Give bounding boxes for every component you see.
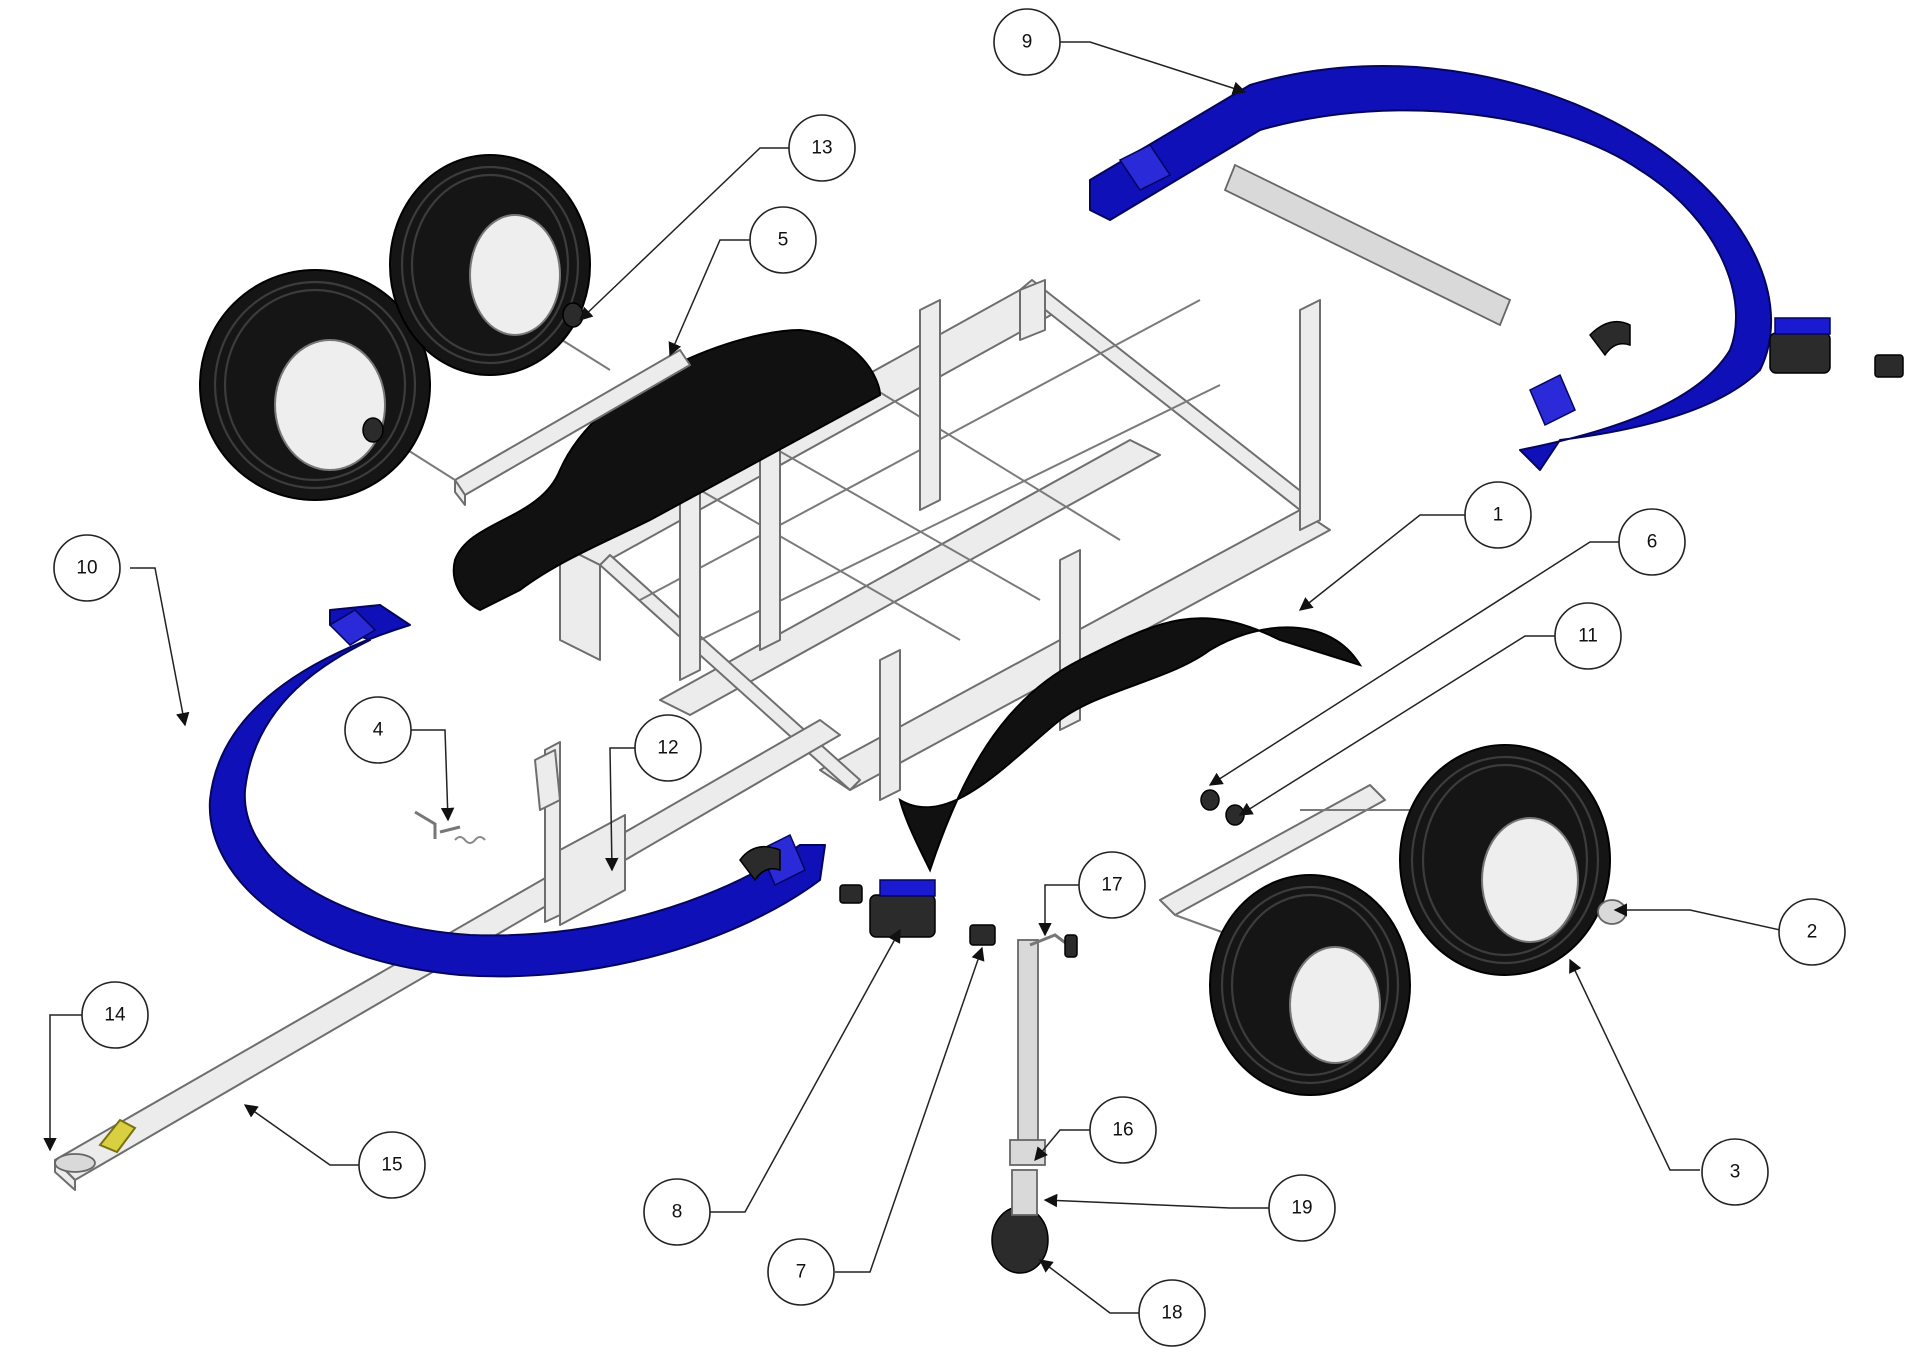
callout-label: 2	[1807, 922, 1818, 943]
front-axle	[1159, 784, 1430, 936]
callout-label: 6	[1647, 532, 1658, 553]
mounting-bracket	[534, 741, 626, 926]
callout-17: 17	[1078, 851, 1146, 919]
callout-label: 3	[1730, 1162, 1741, 1183]
callout-label: 14	[104, 1005, 126, 1026]
callout-label: 19	[1291, 1198, 1312, 1219]
leader-17	[1038, 884, 1080, 937]
wheel-rear-right	[389, 154, 591, 376]
leader-7	[835, 946, 985, 1273]
fender-front	[898, 617, 1363, 873]
callout-5: 5	[749, 206, 817, 274]
callout-label: 7	[796, 1262, 807, 1283]
callout-label: 10	[76, 558, 97, 579]
wheel-front-left	[1209, 874, 1411, 1096]
callout-3: 3	[1701, 1138, 1769, 1206]
callout-1: 1	[1464, 481, 1532, 549]
callout-label: 11	[1578, 626, 1598, 647]
spring-pin	[414, 810, 486, 844]
leader-11	[1238, 635, 1555, 816]
callout-label: 17	[1101, 875, 1122, 896]
callout-label: 18	[1161, 1303, 1182, 1324]
callout-11: 11	[1554, 602, 1622, 670]
jockey-wheel	[991, 933, 1078, 1274]
leader-lines	[43, 41, 1781, 1314]
callout-9: 9	[993, 8, 1061, 76]
callout-15: 15	[358, 1131, 426, 1199]
callout-label: 5	[778, 230, 789, 251]
callout-19: 19	[1268, 1174, 1336, 1242]
leader-16	[1034, 1129, 1095, 1162]
callout-7: 7	[767, 1238, 835, 1306]
leader-6	[1208, 541, 1625, 786]
leader-10	[130, 567, 190, 727]
ball-valve-left	[739, 845, 996, 946]
leader-4	[410, 729, 455, 822]
fender-rear	[452, 328, 882, 612]
leader-3	[1569, 958, 1700, 1171]
bumper-guide-right	[1089, 65, 1773, 471]
leader-14	[43, 1014, 88, 1152]
leader-2	[1613, 903, 1781, 931]
leader-12	[605, 747, 640, 872]
leader-5	[668, 239, 750, 357]
callout-6: 6	[1618, 508, 1686, 576]
callout-label: 8	[672, 1202, 683, 1223]
callout-4: 4	[344, 696, 412, 764]
wheel-rear-left	[199, 269, 431, 501]
leader-18	[1038, 1259, 1145, 1314]
leader-8	[710, 928, 901, 1213]
callout-10: 10	[53, 534, 121, 602]
leader-13	[579, 147, 790, 321]
leader-19	[1043, 1193, 1270, 1209]
callout-13: 13	[788, 114, 856, 182]
callout-label: 15	[381, 1155, 402, 1176]
wheel-front-right	[1399, 744, 1627, 976]
callout-2: 2	[1778, 898, 1846, 966]
callout-16: 16	[1089, 1096, 1157, 1164]
callout-14: 14	[81, 981, 149, 1049]
callout-label: 9	[1022, 32, 1033, 53]
callout-8: 8	[643, 1178, 711, 1246]
callout-label: 4	[373, 720, 384, 741]
callout-label: 16	[1112, 1120, 1133, 1141]
leader-15	[243, 1104, 360, 1166]
leader-9	[1060, 41, 1247, 95]
ball-valve-right	[1589, 317, 1904, 378]
callout-label: 1	[1493, 505, 1504, 526]
callout-18: 18	[1138, 1279, 1206, 1347]
callout-label: 12	[657, 738, 678, 759]
callout-12: 12	[634, 714, 702, 782]
callout-label: 13	[811, 138, 832, 159]
